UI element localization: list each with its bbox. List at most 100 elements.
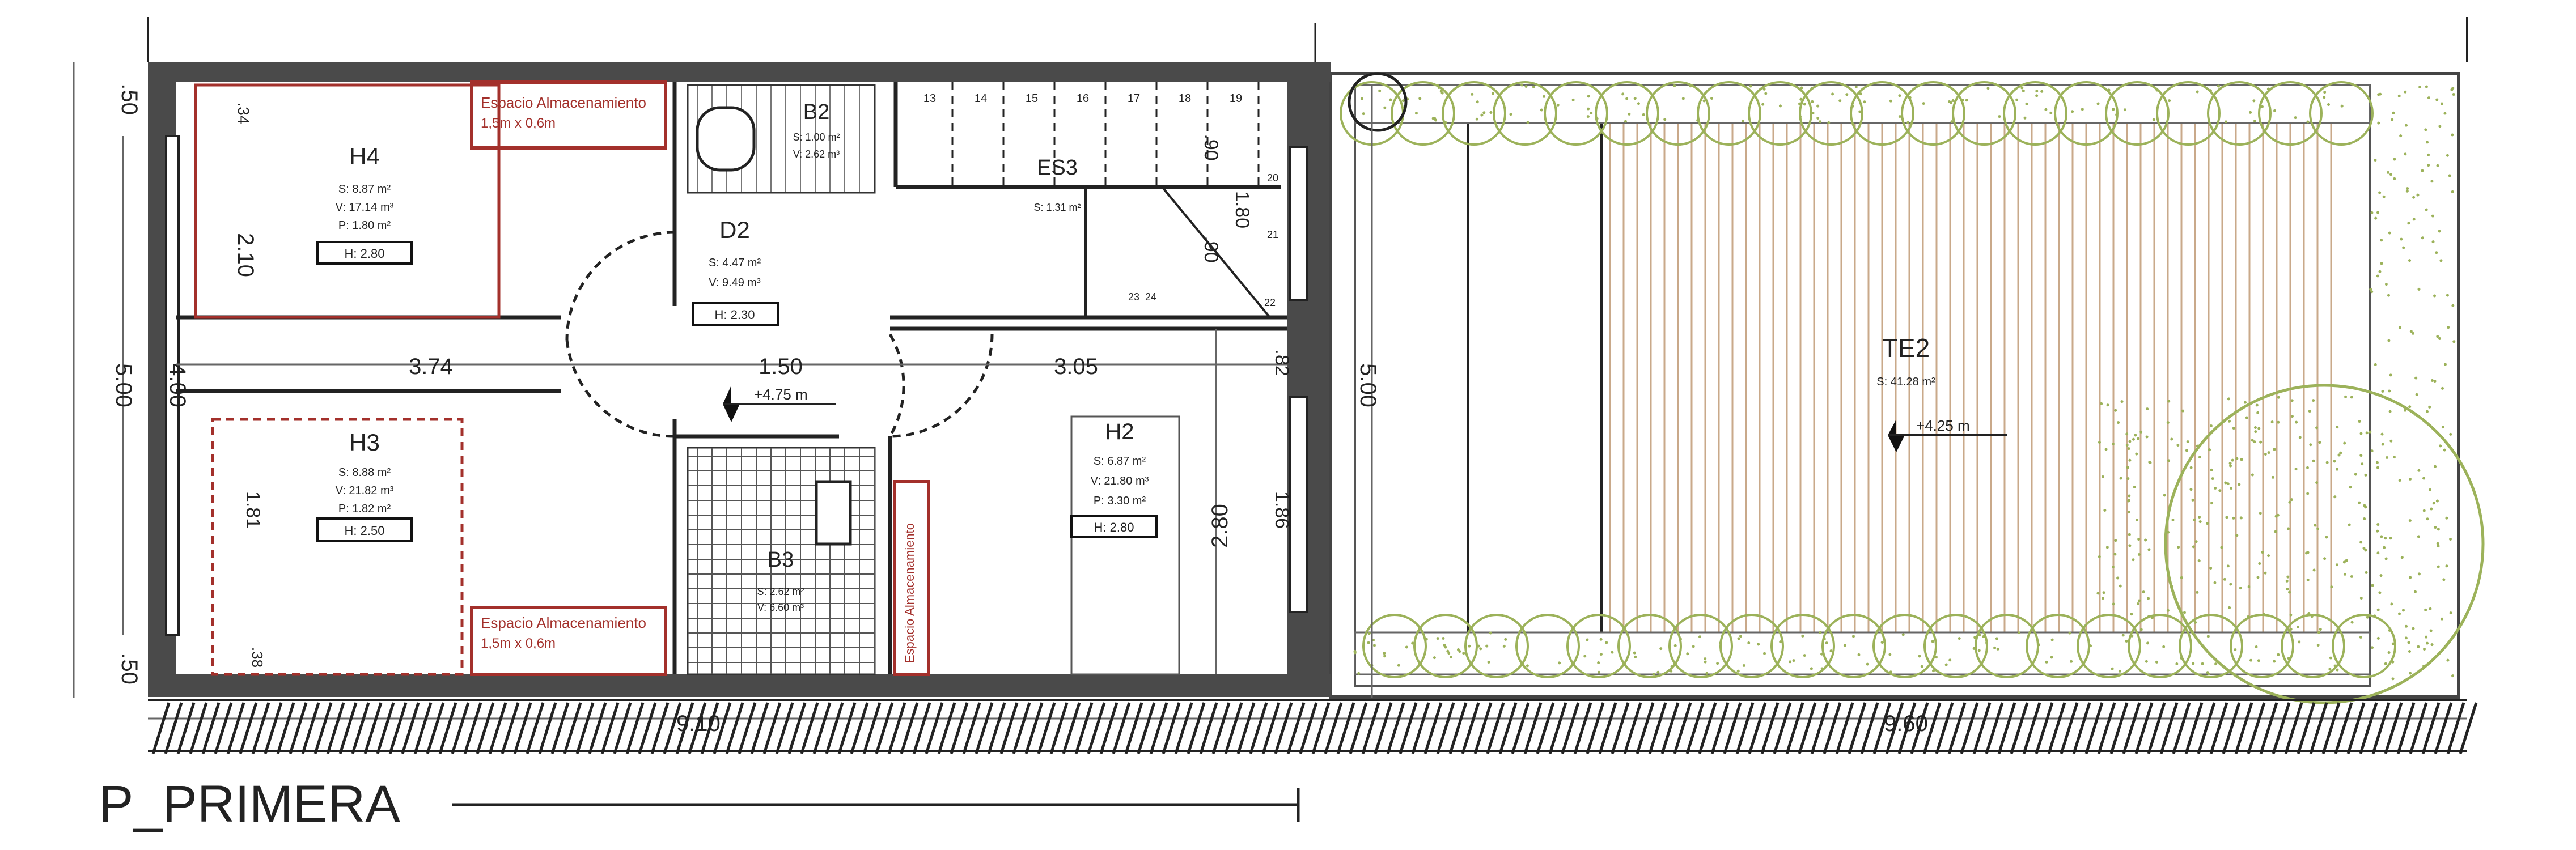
hatch-stroke	[1723, 702, 1742, 754]
shrub	[1770, 614, 1835, 678]
hatch-stroke	[1760, 702, 1780, 754]
vegetation-dot	[2286, 588, 2289, 591]
vegetation-dot	[2378, 191, 2382, 194]
vegetation-dot	[2126, 466, 2129, 469]
hatch-stroke	[725, 702, 744, 754]
vegetation-dot	[2180, 576, 2183, 579]
vegetation-dot	[2388, 231, 2391, 235]
shrub	[1362, 614, 1427, 678]
vegetation-dot	[2359, 432, 2363, 435]
hatch-stroke	[2259, 702, 2278, 754]
vegetation-dot	[1764, 92, 1768, 95]
vegetation-dot	[1468, 644, 1471, 648]
vegetation-dot	[2189, 488, 2193, 491]
vegetation-dot	[2104, 448, 2108, 451]
hatch-stroke	[201, 702, 221, 754]
vegetation-dot	[1442, 636, 1445, 640]
vegetation-dot	[1520, 83, 1524, 87]
vegetation-dot	[2113, 552, 2117, 556]
vegetation-dot	[2451, 133, 2454, 137]
hatch-stroke	[1037, 702, 1056, 754]
vegetation-dot	[1950, 101, 1953, 104]
vegetation-dot	[2327, 103, 2331, 106]
vegetation-dot	[2447, 326, 2450, 329]
hatch-stroke	[1586, 702, 1605, 754]
vegetation-dot	[2370, 290, 2374, 294]
vegetation-dot	[2288, 500, 2291, 504]
vegetation-dot	[2245, 416, 2248, 419]
hatch-stroke	[1523, 702, 1543, 754]
vegetation-dot	[2337, 453, 2341, 457]
shrub	[1442, 81, 1506, 146]
vegetation-dot	[2100, 402, 2103, 405]
vegetation-dot	[2388, 389, 2391, 393]
shrub	[2128, 614, 2192, 678]
vegetation-dot	[2425, 635, 2428, 639]
vegetation-dot	[1642, 113, 1645, 116]
svg-text:V: 17.14 m³: V: 17.14 m³	[336, 201, 394, 214]
vegetation-dot	[1450, 656, 1453, 659]
vegetation-dot	[2211, 477, 2214, 481]
vegetation-dot	[2388, 410, 2392, 413]
vegetation-dot	[2350, 575, 2353, 578]
vegetation-dot	[1524, 85, 1528, 88]
hatch-stroke	[1548, 702, 1567, 754]
vegetation-dot	[2319, 628, 2322, 631]
hatch-stroke	[912, 702, 931, 754]
vegetation-dot	[2192, 545, 2195, 549]
vegetation-dot	[2389, 537, 2392, 540]
vegetation-dot	[1819, 120, 1822, 124]
vegetation-dot	[2290, 415, 2294, 418]
svg-text:H2: H2	[1105, 419, 1134, 444]
vegetation-dot	[1383, 652, 1386, 655]
svg-text:4.00: 4.00	[165, 363, 190, 407]
vegetation-dot	[2306, 578, 2310, 581]
svg-text:D2: D2	[719, 216, 750, 243]
hatch-stroke	[2047, 702, 2066, 754]
vegetation-dot	[1444, 645, 1447, 649]
vegetation-dot	[2253, 426, 2257, 429]
vegetation-dot	[2425, 410, 2429, 413]
hatch-stroke	[2409, 702, 2428, 754]
vegetation-dot	[2105, 546, 2109, 549]
vegetation-dot	[2132, 558, 2135, 562]
hatch-stroke	[1224, 702, 1243, 754]
vegetation-dot	[1827, 121, 1831, 124]
vegetation-dot	[2426, 141, 2429, 144]
hatch-stroke	[2072, 702, 2091, 754]
vegetation-dot	[1673, 84, 1676, 87]
vegetation-dot	[1543, 95, 1546, 98]
shrub	[1617, 614, 1682, 678]
hatch-stroke	[750, 702, 769, 754]
hatch-stroke	[900, 702, 919, 754]
vegetation-dot	[1779, 640, 1782, 644]
vegetation-dot	[2430, 180, 2434, 183]
svg-text:.90: .90	[1200, 236, 1222, 262]
vegetation-dot	[2336, 426, 2339, 429]
vegetation-dot	[1698, 635, 1702, 639]
vegetation-dot	[2206, 522, 2209, 525]
vegetation-dot	[1383, 654, 1387, 658]
vegetation-dot	[2389, 373, 2392, 377]
hatch-stroke	[588, 702, 607, 754]
vegetation-dot	[2441, 426, 2444, 429]
vegetation-dot	[2022, 89, 2025, 92]
hatch-stroke	[2321, 702, 2341, 754]
vegetation-dot	[2040, 90, 2044, 93]
room-h3-outline	[211, 418, 464, 676]
hatch-stroke	[2421, 702, 2441, 754]
vegetation-dot	[1778, 104, 1782, 108]
stair-step-number: 23	[1128, 291, 1139, 303]
vegetation-dot	[2414, 590, 2417, 593]
vegetation-dot	[2137, 552, 2141, 556]
vegetation-dot	[2253, 440, 2256, 444]
vegetation-dot	[2247, 585, 2251, 588]
vegetation-dot	[2417, 535, 2420, 538]
vegetation-dot	[2384, 283, 2388, 286]
vegetation-dot	[2103, 508, 2107, 512]
vegetation-dot	[2213, 581, 2217, 584]
vegetation-dot	[2298, 640, 2301, 644]
vegetation-dot	[2224, 120, 2227, 124]
vegetation-dot	[2218, 489, 2222, 492]
